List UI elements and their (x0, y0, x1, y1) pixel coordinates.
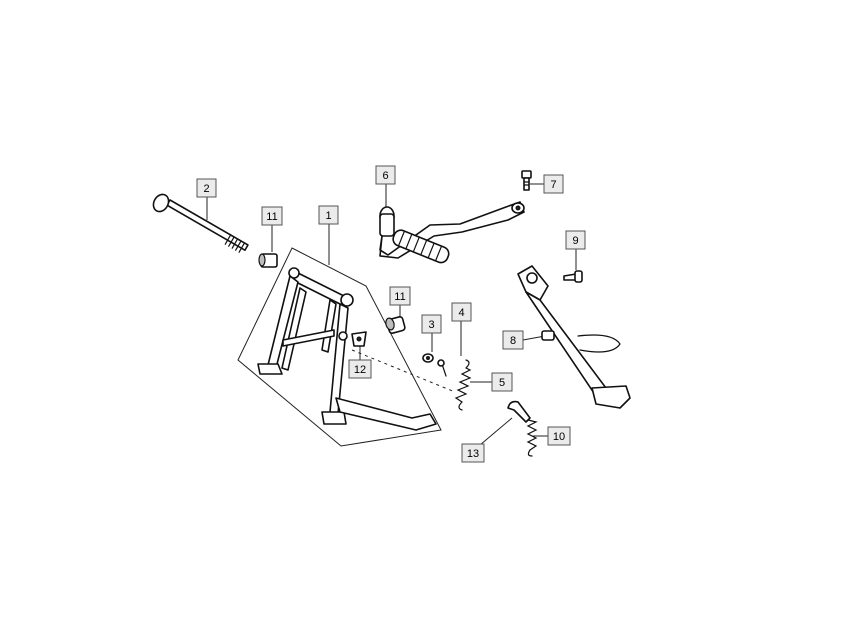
callout-5: 5 (491, 372, 513, 392)
hook-part (507, 400, 531, 423)
callout-2: 2 (196, 178, 217, 198)
leader-lines (206, 183, 577, 447)
svg-text:11: 11 (394, 291, 405, 303)
callout-10: 10 (547, 426, 571, 446)
side-stand-part (517, 265, 631, 409)
spring-5-part (454, 359, 472, 411)
callout-1: 1 (318, 205, 339, 225)
svg-text:2: 2 (203, 183, 209, 195)
callout-8: 8 (502, 330, 524, 350)
svg-text:6: 6 (382, 170, 388, 182)
spring-10-part (526, 419, 538, 457)
bushing-lower-part (385, 316, 406, 334)
svg-text:7: 7 (550, 179, 556, 191)
bushing-upper-part (258, 253, 278, 268)
callout-12: 12 (348, 359, 372, 379)
center-stand-group-outline (237, 247, 442, 447)
bolt-9-part (563, 270, 583, 283)
bolt-7-part (521, 170, 532, 191)
svg-text:8: 8 (510, 335, 516, 347)
callout-11-upper: 11 (261, 206, 283, 226)
kick-lever-part (379, 201, 525, 264)
svg-text:13: 13 (467, 448, 479, 460)
washer-part (422, 353, 434, 363)
callout-4: 4 (451, 302, 472, 322)
svg-text:4: 4 (458, 307, 464, 319)
svg-text:9: 9 (572, 235, 578, 247)
callout-9: 9 (565, 230, 586, 250)
svg-text:10: 10 (553, 431, 565, 443)
axle-bolt-part (152, 193, 249, 253)
svg-text:5: 5 (499, 377, 505, 389)
svg-text:11: 11 (266, 211, 277, 223)
callout-7: 7 (543, 174, 564, 194)
callout-13: 13 (461, 443, 485, 463)
svg-text:3: 3 (428, 319, 434, 331)
clip-part (351, 331, 367, 347)
svg-text:1: 1 (325, 210, 331, 222)
callout-labels: 2 11 1 6 7 9 11 4 (196, 165, 586, 463)
center-stand-part (257, 267, 437, 431)
callout-6: 6 (375, 165, 396, 185)
callout-11-lower: 11 (389, 286, 411, 306)
svg-text:12: 12 (354, 364, 366, 376)
callout-3: 3 (421, 314, 442, 334)
pin-part (437, 359, 447, 377)
